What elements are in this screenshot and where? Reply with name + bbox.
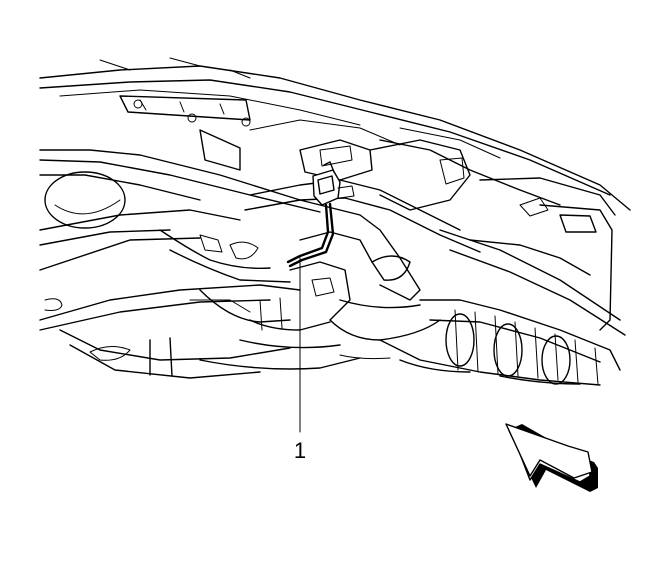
view-direction-arrow: [505, 423, 598, 492]
floor-pan-outline: [39, 57, 631, 211]
connector-assembly: [312, 161, 355, 206]
callout-1-label: 1: [294, 438, 306, 463]
right-rail-and-exhaust: [379, 177, 626, 386]
wiring-harness: [286, 202, 335, 268]
left-floor-structure: [39, 149, 361, 379]
center-cross-member: [244, 139, 481, 341]
callout-1: 1: [294, 257, 306, 463]
